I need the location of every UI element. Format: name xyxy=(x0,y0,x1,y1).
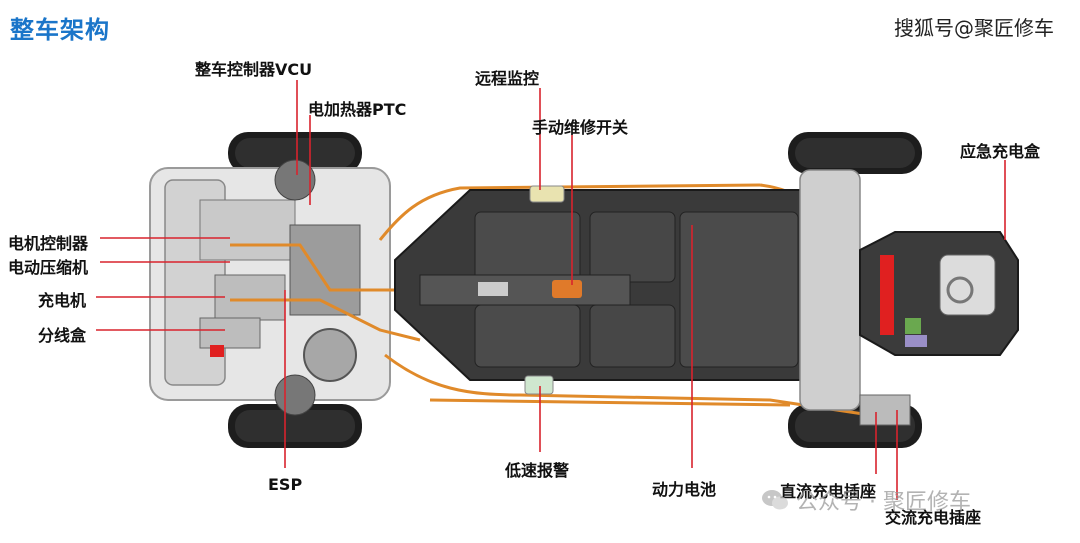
front-subframe xyxy=(149,159,391,416)
battery-pack xyxy=(394,189,819,381)
label-manual-service-switch: 手动维修开关 xyxy=(532,118,629,137)
wechat-icon xyxy=(762,490,788,510)
label-junction-box: 分线盒 xyxy=(38,326,87,345)
page-title: 整车架构 xyxy=(10,16,110,44)
watermark: 公众号 · 聚匠修车 xyxy=(760,484,971,516)
label-charger: 充电机 xyxy=(38,291,87,310)
watermark-text: 公众号 · 聚匠修车 xyxy=(796,490,971,515)
label-emergency-charging-box: 应急充电盒 xyxy=(960,142,1041,161)
low-speed-alarm-module xyxy=(524,375,554,395)
label-power-battery: 动力电池 xyxy=(652,480,717,499)
rear-left-wheel xyxy=(788,132,922,174)
label-esp: ESP xyxy=(268,475,303,494)
front-left-wheel xyxy=(228,132,362,174)
label-ac-charging-port: 交流充电插座 xyxy=(885,508,982,527)
label-vcu: 整车控制器VCU xyxy=(195,60,313,79)
label-remote-monitoring: 远程监控 xyxy=(475,69,540,88)
source-credit: 搜狐号@聚匠修车 xyxy=(894,16,1054,40)
label-low-speed-alarm: 低速报警 xyxy=(505,461,570,480)
rear-subframe xyxy=(799,169,911,426)
remote-monitor-module xyxy=(529,185,565,203)
label-motor-controller: 电机控制器 xyxy=(8,234,89,253)
front-right-wheel xyxy=(228,404,362,448)
leader-lines xyxy=(96,80,1006,500)
label-dc-charging-port: 直流充电插座 xyxy=(780,482,877,501)
emergency-charging-box xyxy=(859,231,1019,356)
label-electric-compressor: 电动压缩机 xyxy=(8,258,89,277)
label-ptc: 电加热器PTC xyxy=(308,100,407,119)
